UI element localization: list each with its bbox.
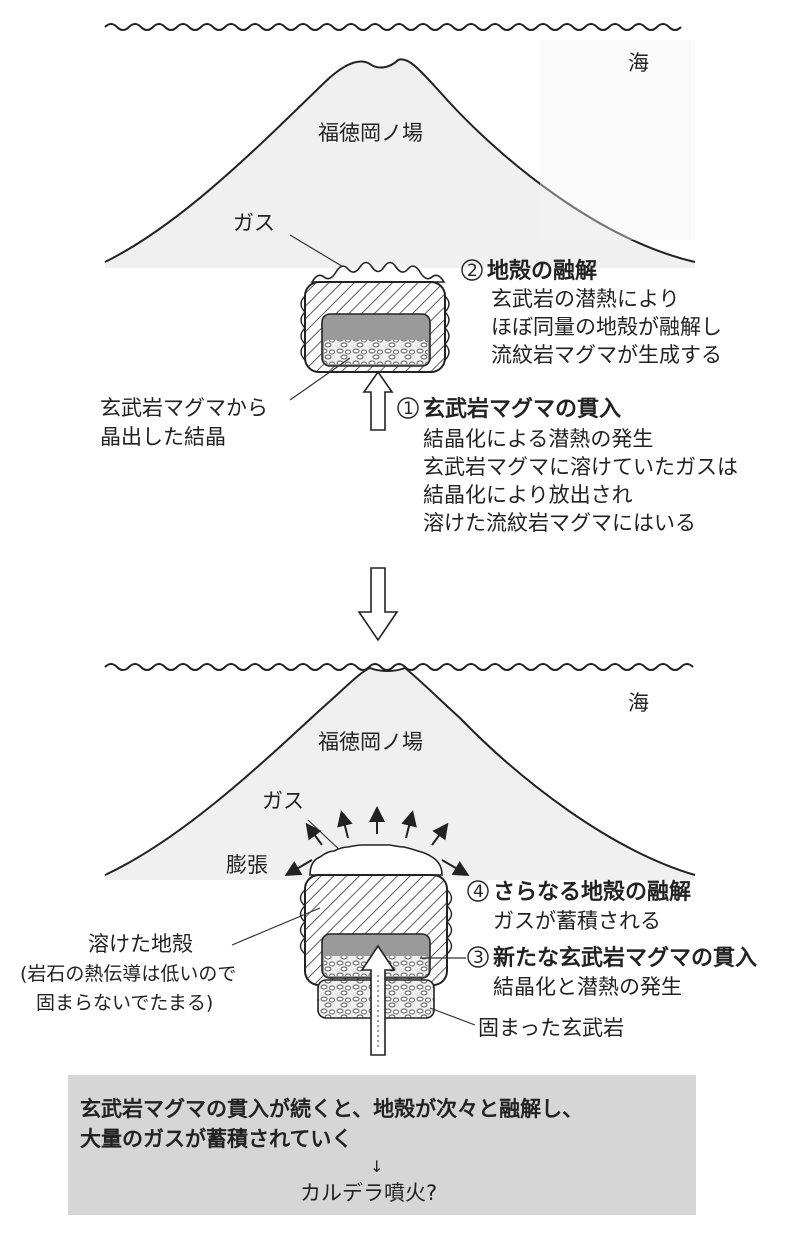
step4-title: さらなる地殻の融解 [493, 879, 691, 905]
step4-number: 4 [473, 882, 484, 902]
seamount [105, 59, 695, 268]
gas-cap [310, 261, 446, 283]
seamount-2 [105, 668, 695, 880]
step2-line-1: 玄武岩の潜熱により [491, 287, 680, 311]
expansion-arrow-1 [284, 859, 313, 877]
step3-line-1: 結晶化と潜熱の発生 [493, 975, 682, 999]
step2-badge [461, 259, 483, 281]
step1-line-4: 溶けた流紋岩マグマにはいる [423, 511, 696, 535]
summary-arrow: ↓ [370, 1157, 383, 1176]
summary-conclusion: カルデラ噴火? [300, 1181, 437, 1205]
step1-line-1: 結晶化による潜熱の発生 [423, 427, 653, 451]
volcano-label: 福徳岡ノ場 [318, 121, 423, 145]
chamber2-wavy-right [445, 889, 453, 955]
crystals-label-2: 晶出した結晶 [100, 425, 226, 449]
seamount-outline [104, 58, 696, 263]
step1-badge [397, 397, 419, 419]
expansion-arrow-2 [305, 822, 323, 846]
summary-box [68, 1075, 696, 1215]
panel-1: 海 福徳岡ノ場 ガス 2 地殻の融解 玄武岩の潜熱により ほぼ同量の地殻が融解し… [100, 23, 738, 535]
melted-crust-leader [231, 907, 321, 946]
chamber-wavy-left [300, 295, 306, 361]
summary-line-2: 大量のガスが蓄積されていく [80, 1127, 352, 1151]
expansion-arrow-5 [401, 810, 417, 839]
sea-surface [104, 23, 682, 31]
step2-number: 2 [467, 261, 478, 281]
gas-label: ガス [233, 211, 275, 235]
expansion-arrow-3 [337, 810, 353, 839]
step2-title: 地殻の融解 [487, 258, 597, 284]
summary-line-1: 玄武岩マグマの貫入が続くと、地殻が次々と融解し、 [80, 1097, 583, 1121]
transition-arrow [357, 567, 399, 642]
ocean-water-panel1 [540, 40, 695, 240]
solid-basalt-leader [429, 1007, 476, 1026]
melted-crust-label-2: (岩石の熱伝導は低いので [20, 963, 236, 985]
panel-2: 海 福徳岡ノ場 ガス 膨張 4 さ [20, 663, 757, 1056]
seamount-2-outline [104, 666, 696, 876]
gas-label-2: ガス [262, 789, 304, 813]
step1-line-3: 結晶化により放出され [423, 483, 633, 507]
step3-badge [467, 946, 489, 968]
crystals-leader [289, 357, 351, 401]
solid-basalt-label: 固まった玄武岩 [478, 1016, 624, 1040]
summary-text: 玄武岩マグマの貫入が続くと、地殻が次々と融解し、 大量のガスが蓄積されていく ↓… [80, 1097, 583, 1205]
step3-title: 新たな玄武岩マグマの貫入 [493, 945, 757, 971]
gas-leader [289, 234, 346, 269]
crystals-label-1: 玄武岩マグマから [100, 396, 268, 420]
step1-line-2: 玄武岩マグマに溶けていたガスは [423, 455, 738, 479]
step4-line-1: ガスが蓄積される [493, 909, 661, 933]
melted-crust-label-3: 固まらないでたまる) [36, 992, 213, 1014]
chamber2-wavy-left [299, 889, 307, 955]
chamber-wavy-right [444, 295, 450, 361]
expansion-arrow-7 [441, 859, 470, 877]
expansion-arrow-6 [431, 822, 449, 846]
sea-surface-2 [104, 663, 694, 671]
step2-line-2: ほぼ同量の地殻が融解し [491, 315, 722, 339]
step1-number: 1 [403, 399, 414, 419]
intrusion-arrow-1 [362, 370, 394, 431]
magma-chamber-1 [300, 261, 450, 373]
volcano-label-2: 福徳岡ノ場 [318, 730, 423, 754]
expansion-label: 膨張 [226, 853, 268, 877]
step2-line-3: 流紋岩マグマが生成する [491, 343, 722, 367]
gas-cap-2 [309, 844, 443, 876]
step1-title: 玄武岩マグマの貫入 [423, 396, 621, 422]
step3-number: 3 [473, 948, 484, 968]
sea-label-2: 海 [628, 691, 649, 715]
melted-crust-label-1: 溶けた地殻 [88, 932, 193, 956]
sea-label: 海 [628, 51, 649, 75]
crystals [324, 340, 428, 364]
expansion-arrows [284, 806, 470, 877]
step4-badge [467, 880, 489, 902]
